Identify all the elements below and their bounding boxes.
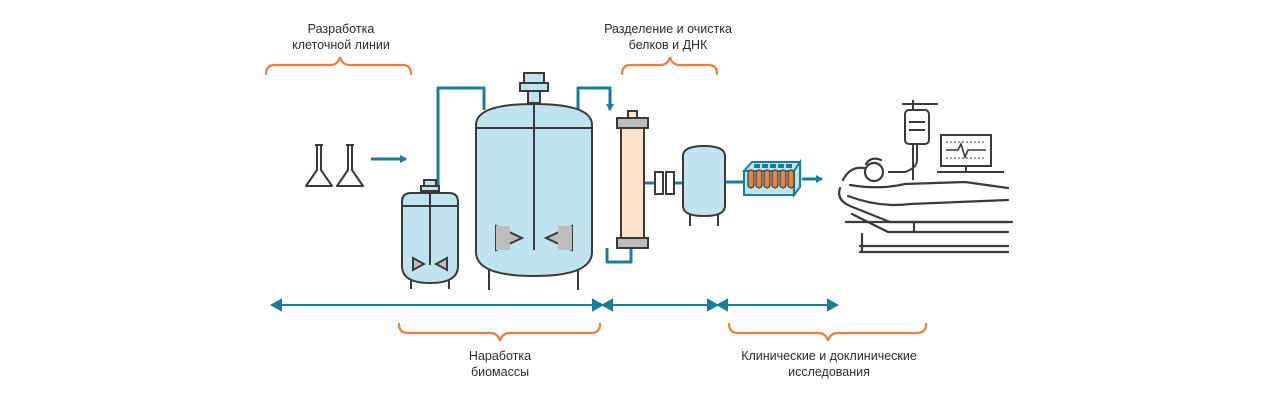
label-purification: Разделение и очистка белков и ДНК xyxy=(558,21,778,53)
bracket-biomass xyxy=(397,322,602,342)
label-cell-line: Разработка клеточной линии xyxy=(231,21,451,53)
flask-icon xyxy=(305,144,364,187)
label-clinical-line1: Клинические и доклинические xyxy=(741,349,917,363)
monitor-icon xyxy=(937,134,1004,173)
label-purification-line2: белков и ДНК xyxy=(628,38,708,52)
timeline-arrows xyxy=(269,298,840,312)
chromatography-column-icon xyxy=(616,110,649,249)
label-cell-line-line1: Разработка xyxy=(307,22,375,36)
patient-bed-icon xyxy=(838,157,1014,254)
iv-drip-icon xyxy=(888,100,938,180)
bracket-cell-line xyxy=(264,56,413,76)
bracket-purification xyxy=(620,56,719,76)
storage-tank-icon xyxy=(682,144,726,226)
label-biomass: Наработка биомассы xyxy=(390,348,610,380)
label-biomass-line2: биомассы xyxy=(470,365,530,379)
label-cell-line-line2: клеточной линии xyxy=(292,38,390,52)
label-purification-line1: Разделение и очистка xyxy=(604,22,732,36)
label-clinical: Клинические и доклинические исследования xyxy=(719,348,939,380)
label-biomass-line1: Наработка xyxy=(468,349,532,363)
large-bioreactor-icon xyxy=(475,72,593,290)
bracket-clinical xyxy=(727,322,928,342)
sample-rack-icon xyxy=(741,158,802,198)
label-clinical-line2: исследования xyxy=(788,365,870,379)
pipes xyxy=(371,86,823,264)
small-bioreactor-icon xyxy=(401,179,459,289)
filter-icon xyxy=(654,171,675,195)
